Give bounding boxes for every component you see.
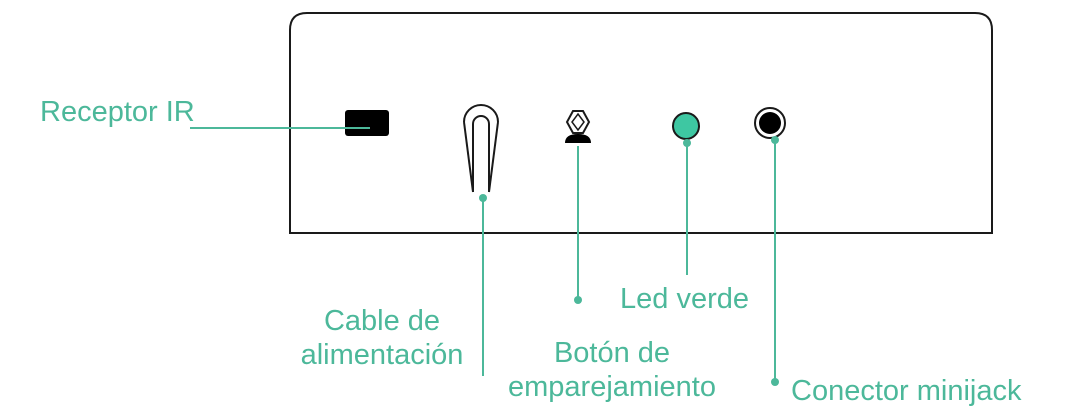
label-boton-line1: Botón de — [553, 337, 671, 369]
minijack-icon — [754, 107, 786, 139]
label-conector-minijack: Conector minijack — [791, 375, 1022, 407]
dot-boton — [574, 296, 582, 304]
label-boton-emparejamiento: Botón de emparejamiento — [498, 336, 726, 404]
ir-receiver-icon — [345, 110, 389, 136]
dot-led — [683, 139, 691, 147]
dot-conector-bottom — [771, 378, 779, 386]
label-boton-line2: emparejamiento — [508, 371, 716, 403]
dot-conector-top — [771, 136, 779, 144]
label-led-verde: Led verde — [620, 283, 749, 315]
power-cable-icon — [463, 104, 499, 193]
dot-cable — [479, 194, 487, 202]
device-body — [289, 12, 993, 234]
led-icon — [672, 112, 700, 140]
label-cable-alimentacion: Cable de alimentación — [292, 304, 472, 372]
label-cable-line1: Cable de — [323, 305, 441, 337]
label-cable-line2: alimentación — [300, 339, 464, 371]
pairing-button-icon — [565, 110, 591, 143]
label-receptor-ir: Receptor IR — [40, 96, 195, 128]
